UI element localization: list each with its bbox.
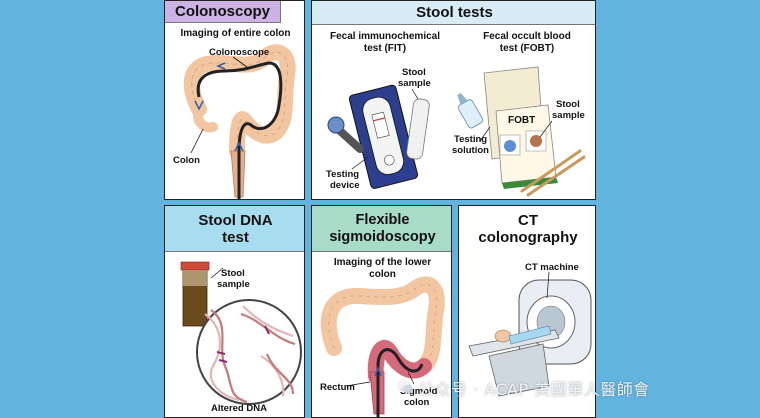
dna-magnifier [196,299,302,405]
fobt-title-2: test (FOBT) [499,43,555,54]
fobt-stool-sample-2: sample [552,110,585,121]
stool-dna-header: Stool DNA test [165,206,304,252]
colonoscopy-panel: Colonoscopy Imaging of entire colon Colo… [164,0,305,200]
sigmoid-label-1: Sigmoid [400,386,438,397]
stool-tests-title: Stool tests [416,4,493,21]
sigmoidoscopy-title-1: Flexible [355,211,410,228]
sigmoidoscopy-panel: Flexible sigmoidoscopy Imaging of the lo… [311,205,452,418]
stool-tests-illustration [327,66,586,197]
stool-dna-illustration [180,261,302,405]
fit-stool-sample-1: Stool [402,67,426,78]
colonoscopy-title: Colonoscopy [174,3,270,20]
fit-sample-tube [327,98,430,160]
fit-device-2: device [330,180,360,191]
arrow-2 [216,62,226,70]
watermark: 公众号 · ACAP 美國華人醫師會 [418,380,650,399]
colonoscopy-header: Colonoscopy [165,1,281,23]
colonoscope-tube [196,61,283,199]
fit-title-1: Fecal immunochemical [329,31,441,42]
colonoscopy-subtitle: Imaging of entire colon [180,28,291,39]
rectum-label: Rectum [320,382,355,393]
dna-strands [204,305,296,404]
ct-panel: CT colonography CT machine [458,205,596,418]
fobt-card [483,66,558,189]
colon-label: Colon [173,155,200,166]
sigmoidoscope-tube [376,348,424,417]
fit-stool-sample-2: sample [398,78,431,89]
stool-tests-panel: Stool tests Fecal immunochemical test (F… [311,0,596,200]
lower-colon-shape [320,276,445,374]
stool-sample-jar [180,261,210,327]
fit-title-2: test (FIT) [363,43,407,54]
wechat-icon [397,380,413,394]
colonoscopy-illustration [183,44,296,199]
altered-dna-label: Altered DNA [211,403,267,414]
sigmoidoscopy-subtitle-1: Imaging of the lower [333,257,432,268]
fobt-solution-2: solution [452,145,489,156]
sigmoid-label-2: colon [404,397,430,408]
ct-illustration [468,271,592,397]
fobt-solution-1: Testing [454,134,488,145]
fobt-title-1: Fecal occult blood [483,31,571,42]
testing-solution-bottle [457,92,484,129]
dna-stool-label-2: sample [217,279,250,290]
stool-tests-header: Stool tests [312,1,595,25]
ct-title-1: CT [518,212,538,229]
stool-dna-panel: Stool DNA test Stool sample Altered DNA [164,205,305,418]
appendix [193,104,218,133]
fobt-stool-sample-1: Stool [556,99,580,110]
stool-dna-title-2: test [222,228,249,246]
scope-arrow [374,365,382,377]
applicator-stick-2 [526,155,586,197]
colonoscope-label: Colonoscope [209,47,270,58]
dna-stool-label-1: Stool [221,268,245,279]
sigmoidoscopy-illustration [320,276,445,417]
sigmoidoscopy-title-2: sigmoidoscopy [329,228,436,245]
ct-machine-label: CT machine [525,262,579,273]
fobt-card-label: FOBT [508,115,536,126]
sigmoidoscopy-subtitle-2: colon [369,269,396,280]
fit-device-1: Testing [326,169,360,180]
arrow-3 [194,100,204,111]
altered-dna-marks [216,325,270,363]
arrow-1 [234,141,244,152]
sigmoidoscopy-header: Flexible sigmoidoscopy [312,206,451,252]
ct-title-2: colonography [478,229,578,246]
ct-header: CT colonography [459,206,595,252]
fit-device [348,84,419,189]
patient [494,325,552,345]
stool-dna-title-1: Stool DNA [198,211,273,229]
applicator-stick-1 [520,149,582,193]
